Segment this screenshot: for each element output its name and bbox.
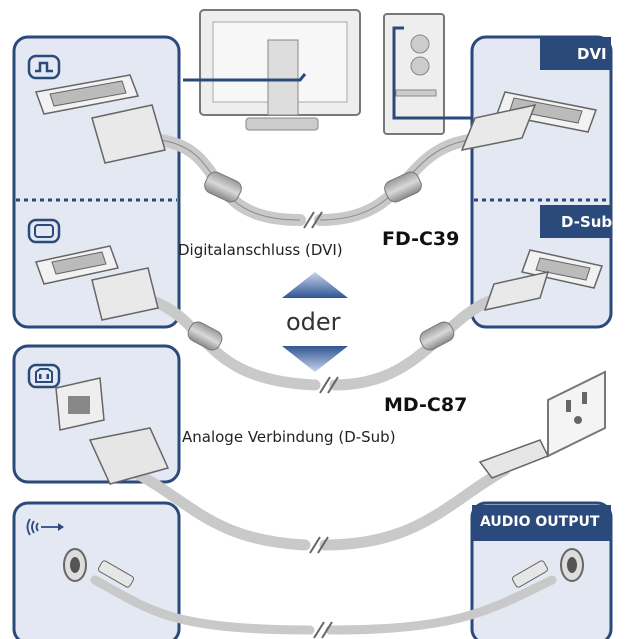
digital-input-icon bbox=[27, 54, 61, 80]
power-cable bbox=[88, 427, 550, 554]
wall-outlet bbox=[547, 370, 606, 458]
power-input-icon bbox=[27, 363, 61, 389]
dvi-cable-model: FD-C39 bbox=[382, 228, 460, 250]
audio-input-icon bbox=[26, 518, 64, 536]
dvi-port-title: DVI bbox=[577, 45, 607, 63]
analog-connection-label: Analoge Verbindung (D-Sub) bbox=[182, 428, 396, 446]
pc-audio-socket bbox=[560, 548, 584, 582]
monitor-power-socket bbox=[55, 377, 105, 431]
monitor-audio-socket bbox=[63, 548, 87, 582]
dvi-cable bbox=[91, 103, 537, 229]
down-arrow bbox=[282, 346, 348, 372]
pc-dsub-socket bbox=[521, 249, 603, 289]
or-label: oder bbox=[286, 308, 341, 336]
dsub-port-title: D-Sub bbox=[561, 213, 613, 231]
up-arrow bbox=[282, 272, 348, 298]
monitor-dvi-socket bbox=[34, 74, 140, 115]
audio-cable bbox=[90, 560, 557, 639]
monitor-illustration bbox=[183, 9, 361, 131]
digital-connection-label: Digitalanschluss (DVI) bbox=[178, 241, 343, 259]
monitor-dsub-socket bbox=[35, 245, 119, 285]
pc-dvi-socket bbox=[495, 91, 598, 133]
analog-input-icon bbox=[27, 218, 61, 244]
dsub-cable bbox=[91, 267, 550, 394]
dsub-cable-model: MD-C87 bbox=[384, 394, 468, 416]
audio-output-title: AUDIO OUTPUT bbox=[480, 514, 600, 530]
pc-illustration bbox=[383, 13, 472, 135]
